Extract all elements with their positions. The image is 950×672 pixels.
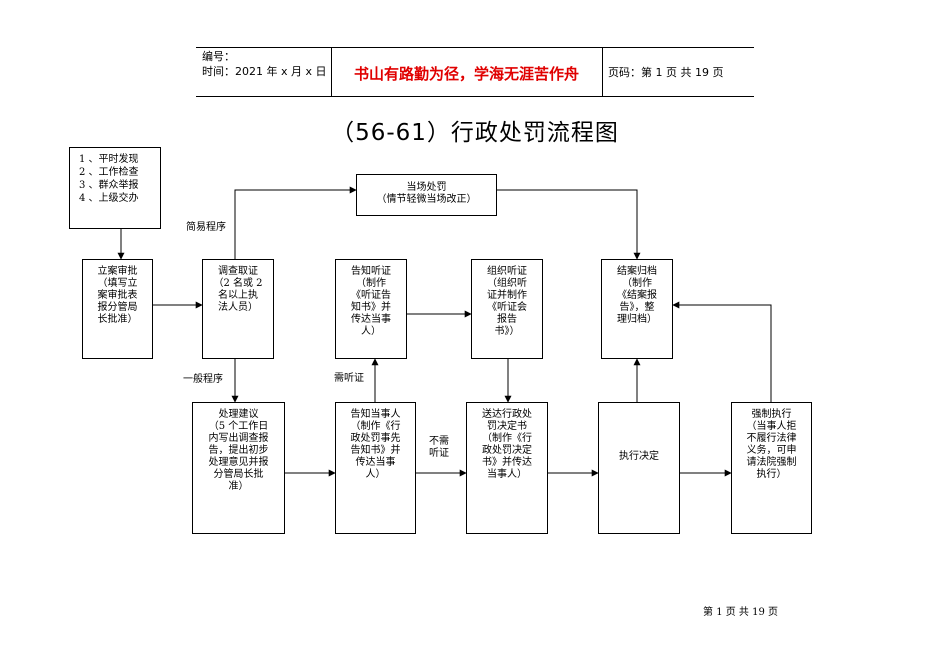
arrow-onsite-to-close: [497, 189, 641, 260]
doc-number-label: 编号：: [202, 50, 235, 63]
header-bottom-rule: [196, 96, 754, 97]
arrow-investigate-to-onsite: [234, 186, 357, 259]
case-source-list: 1 、平时发现 2 、工作检查 3 、群众举报 4 、上级交办: [79, 154, 139, 204]
node-handling-proposal: 处理建议 （5 个工作日 内写出调查报 告，提出初步 处理意见并报 分管局长批 …: [192, 402, 285, 534]
node-hearing-notice: 告知听证 （制作 《听证告 知书》并 传达当事 人）: [335, 259, 407, 359]
node-register-approval: 立案审批 （填写立 案审批表 报分管局 长批准）: [82, 259, 153, 359]
node-execute-decision-text: 执行决定: [619, 451, 659, 462]
node-register-approval-text: 立案审批 （填写立 案审批表 报分管局 长批准）: [97, 266, 138, 325]
node-notify-party: 告知当事人 （制作《行 政处罚事先 告知书》并 传达当事 人）: [335, 402, 416, 534]
label-general-procedure: 一般程序: [183, 374, 223, 385]
header-divider-left: [331, 47, 332, 96]
node-execute-decision: 执行决定: [598, 402, 680, 534]
page-footer: 第 1 页 共 19 页: [703, 607, 778, 618]
node-organize-hearing: 组织听证 （组织听 证并制作 《听证会 报告 书》）: [471, 259, 543, 359]
node-deliver-decision: 送达行政处 罚决定书 （制作《行 政处罚决定 书》并传达 当事人）: [466, 402, 548, 534]
case-source-box: 1 、平时发现 2 、工作检查 3 、群众举报 4 、上级交办: [69, 147, 161, 229]
node-deliver-decision-text: 送达行政处 罚决定书 （制作《行 政处罚决定 书》并传达 当事人）: [482, 409, 532, 480]
node-handling-proposal-text: 处理建议 （5 个工作日 内写出调查报 告，提出初步 处理意见并报 分管局长批 …: [208, 409, 269, 492]
header-motto: 书山有路勤为径，学海无涯苦作舟: [353, 65, 579, 83]
header-divider-right: [602, 47, 603, 96]
node-case-closure-text: 结案归档 （制作 《结案报 告》，整 理归档）: [617, 266, 657, 325]
node-organize-hearing-text: 组织听证 （组织听 证并制作 《听证会 报告 书》）: [487, 266, 527, 337]
header-top-rule: [196, 47, 754, 48]
node-investigation-text: 调查取证 （2 名或 2 名以上执 法人员）: [213, 266, 263, 313]
node-case-closure: 结案归档 （制作 《结案报 告》，整 理归档）: [601, 259, 673, 359]
doc-time-label: 时间：2021 年 x 月 x 日: [202, 65, 327, 78]
node-enforcement-text: 强制执行 （当事人拒 不履行法律 义务，可申 请法院强制 执行）: [746, 409, 797, 480]
node-onsite-punishment: 当场处罚 （情节轻微当场改正）: [356, 174, 497, 216]
node-enforcement: 强制执行 （当事人拒 不履行法律 义务，可申 请法院强制 执行）: [731, 402, 812, 534]
label-simple-procedure: 简易程序: [186, 222, 226, 233]
page-title: （56-61）行政处罚流程图: [331, 120, 619, 146]
node-onsite-punishment-text: 当场处罚 （情节轻微当场改正）: [376, 182, 477, 205]
node-notify-party-text: 告知当事人 （制作《行 政处罚事先 告知书》并 传达当事 人）: [350, 409, 401, 480]
page-indicator: 页码：第 1 页 共 19 页: [608, 66, 724, 79]
label-no-hearing: 不需 听证: [429, 436, 449, 459]
node-hearing-notice-text: 告知听证 （制作 《听证告 知书》并 传达当事 人）: [351, 266, 391, 337]
node-investigation: 调查取证 （2 名或 2 名以上执 法人员）: [202, 259, 274, 359]
arrow-enforce-to-close: [672, 301, 772, 402]
label-need-hearing: 需听证: [334, 373, 364, 384]
